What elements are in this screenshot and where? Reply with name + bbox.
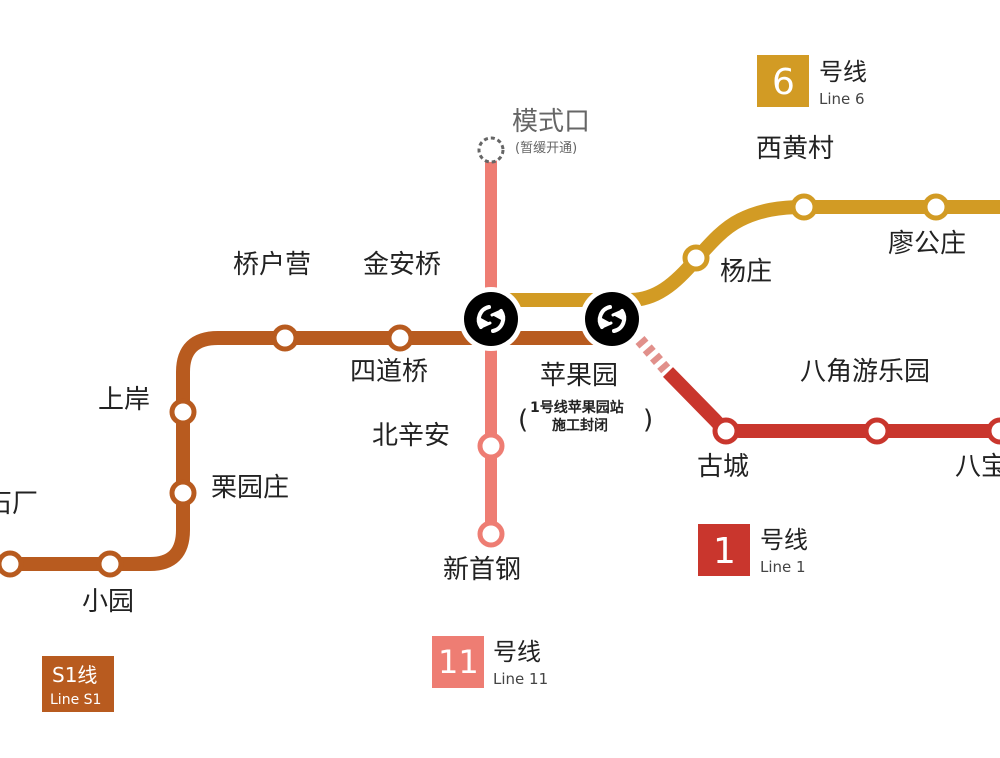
label-moshikou-note: (暂缓开通) <box>515 141 577 156</box>
line-6-track <box>491 200 1000 307</box>
line-6-sub: Line 6 <box>819 90 865 108</box>
station-dot-shichang[interactable] <box>0 550 24 578</box>
line-1-number: 1 <box>713 531 736 572</box>
station-dot-yangzhuang[interactable] <box>682 244 710 272</box>
station-dot-babaoshan[interactable] <box>986 417 1000 445</box>
line-11-number: 11 <box>438 643 479 681</box>
line-s1-track <box>0 331 612 571</box>
label-xinshougang: 新首钢 <box>443 555 521 585</box>
line-s1-title: S1线 <box>52 663 97 687</box>
label-beixinan: 北辛安 <box>372 421 450 451</box>
transfer-arrows-icon <box>476 305 506 333</box>
dashed-circle-icon[interactable] <box>477 136 505 164</box>
station-dot-qiaohuying[interactable] <box>271 324 299 352</box>
line-1-closed-segment <box>635 336 673 376</box>
station-dot-sidaoqiao[interactable] <box>386 324 414 352</box>
label-lizhuangyuan: 栗园庄 <box>211 473 289 503</box>
station-dot-liaogongzhuang[interactable] <box>922 193 950 221</box>
line-11-title: 号线 <box>493 638 541 666</box>
label-pingguoyuan-note-2: 施工封闭 <box>552 417 608 434</box>
station-dot-gucheng[interactable] <box>712 417 740 445</box>
line-s1-badge: S1线 Line S1 <box>42 656 114 712</box>
label-pingguoyuan: 苹果园 <box>540 361 618 391</box>
station-dot-bajiaoyouleyuan[interactable] <box>863 417 891 445</box>
note-paren-left: ( <box>518 405 528 435</box>
label-xiaoyuan: 小园 <box>82 587 134 617</box>
label-yangzhuang: 杨庄 <box>720 257 772 287</box>
transfer-jinanqiao[interactable] <box>459 287 523 351</box>
label-qiaohuying: 桥户营 <box>233 250 311 280</box>
line-1-sub: Line 1 <box>760 558 806 576</box>
label-xihuangcun: 西黄村 <box>756 134 834 164</box>
station-dot-xiaoyuan[interactable] <box>96 550 124 578</box>
label-babaoshan-partial: 八宝 <box>955 452 1000 482</box>
label-gucheng: 古城 <box>697 452 749 482</box>
label-moshikou: 模式口 <box>512 107 590 137</box>
line-11-badge: 11 号线 Line 11 <box>432 636 548 688</box>
label-bajiaoyouleyuan: 八角游乐园 <box>800 357 930 387</box>
note-paren-right: ) <box>643 405 653 435</box>
label-shangan: 上岸 <box>98 385 150 415</box>
line-6-badge: 6 号线 Line 6 <box>757 55 867 108</box>
station-dot-lizhuangyuan[interactable] <box>169 479 197 507</box>
station-dot-xinshougang[interactable] <box>477 520 505 548</box>
line-11-sub: Line 11 <box>493 670 548 688</box>
label-pingguoyuan-note-1: 1号线苹果园站 <box>530 399 624 416</box>
label-shichang-partial: 石厂 <box>0 489 38 519</box>
station-dot-shangan[interactable] <box>169 398 197 426</box>
label-sidaoqiao: 四道桥 <box>350 357 428 387</box>
label-jinanqiao: 金安桥 <box>363 250 441 280</box>
line-1-title: 号线 <box>760 526 808 554</box>
line-6-number: 6 <box>772 62 795 103</box>
transfer-arrows-icon <box>597 305 627 333</box>
station-dot-xihuangcun[interactable] <box>790 193 818 221</box>
label-liaogongzhuang: 廖公庄 <box>888 229 966 259</box>
line-s1-sub: Line S1 <box>50 692 101 708</box>
station-dot-beixinan[interactable] <box>477 432 505 460</box>
line-6-title: 号线 <box>819 58 867 86</box>
transfer-pingguoyuan[interactable] <box>580 287 644 351</box>
line-1-badge: 1 号线 Line 1 <box>698 524 808 576</box>
